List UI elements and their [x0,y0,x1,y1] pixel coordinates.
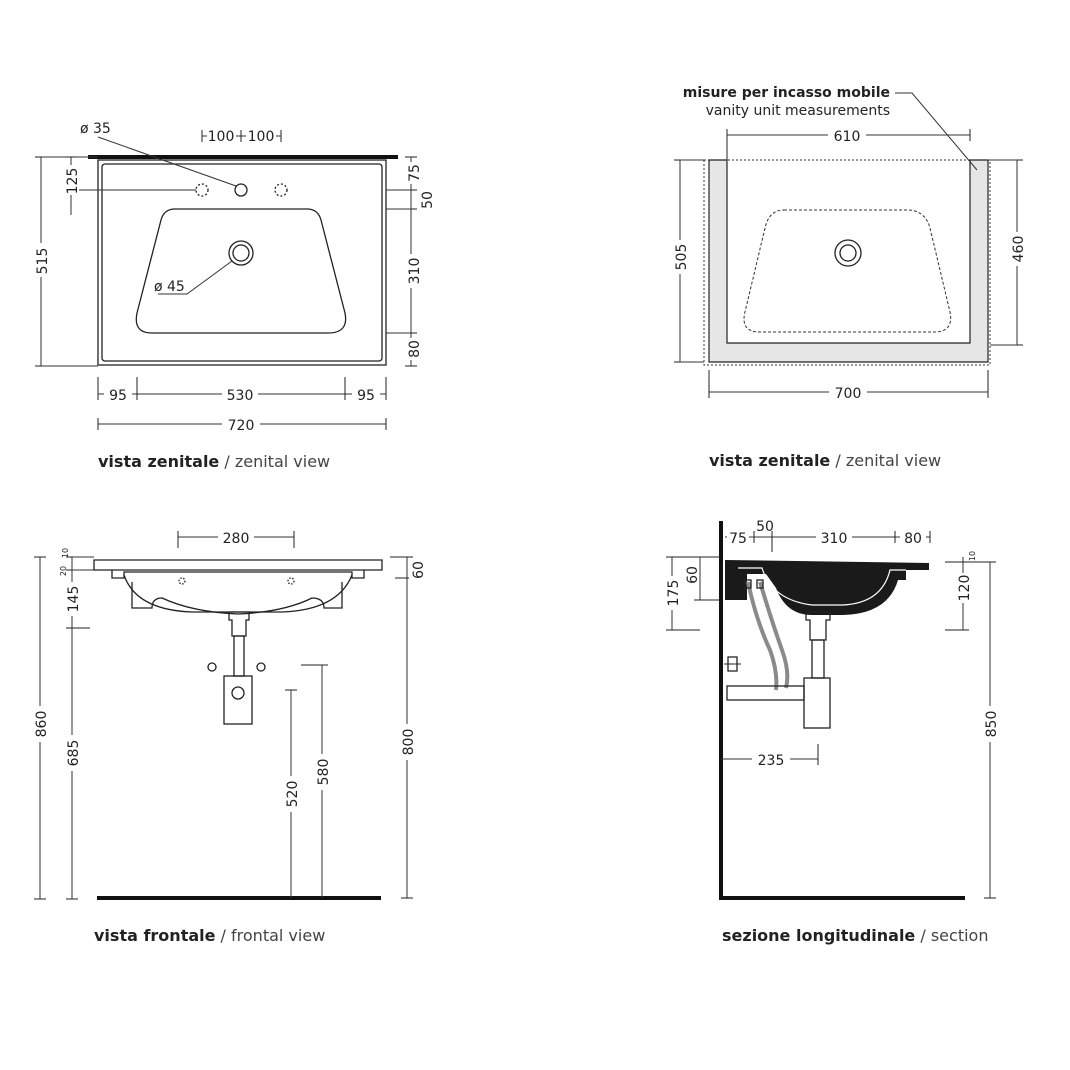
tap-hole-center [234,183,248,197]
basin-section-solid [725,560,929,615]
dim-75: 75 [407,164,423,182]
dim-145: 145 [66,586,82,613]
tap-hole-right [274,183,288,197]
valve-right [256,662,266,672]
bowl-outline [135,208,347,334]
hole-diameter-label: ø 35 [80,121,111,137]
drain-pipe-to-wall [726,685,805,701]
dim-10: 10 [968,551,977,561]
tap-hole-left [195,183,209,197]
section-view: 75 50 310 80 175 60 10 120 850 235 sezio… [664,519,1000,945]
hose-right [758,581,790,689]
valve-left [207,662,217,672]
dim-310: 310 [407,258,423,285]
waste-pipe [233,635,245,677]
dim-100-right: 100 [248,129,275,145]
leader-drain [158,260,233,295]
basin-inner-rim [101,163,383,362]
dim-95-left: 95 [109,388,127,404]
bowl-support [131,582,343,615]
dim-10: 10 [61,548,70,558]
dim-505: 505 [674,244,690,271]
dim-610: 610 [834,129,861,145]
dim-120: 120 [957,575,973,602]
dim-720: 720 [228,418,255,434]
dim-280: 280 [223,531,250,547]
dim-60: 60 [685,566,701,584]
waste-pipe [811,639,825,679]
dim-310: 310 [821,531,848,547]
vanity-outline-dashed [703,159,991,366]
dim-850: 850 [984,711,1000,738]
waste-valve [805,611,831,641]
dim-100-left: 100 [208,129,235,145]
dim-95-right: 95 [357,388,375,404]
zenital-view-vanity: misure per incasso mobile vanity unit me… [672,85,1027,470]
drain-outer [228,240,254,266]
dim-235: 235 [758,753,785,769]
dim-860: 860 [34,711,50,738]
hose-left [746,581,779,691]
dim-20: 20 [59,566,68,576]
frontal-view: 280 860 20 10 145 685 520 580 60 [32,529,427,945]
bottle-trap [803,677,831,729]
basin-outline [97,159,387,366]
dim-700: 700 [835,386,862,402]
dim-175: 175 [666,580,682,607]
dim-60: 60 [411,561,427,579]
note-vanity-it: misure per incasso mobile [683,85,890,101]
dim-800: 800 [401,729,417,756]
drain-inner [839,244,857,262]
drain-diameter-label: ø 45 [154,279,185,295]
caption-frontal: vista frontale / frontal view [94,926,325,945]
bowl-underside [123,574,353,613]
dim-580: 580 [316,759,332,786]
basin-underside [111,570,365,579]
leader-hole [97,136,237,187]
bowl-outline-dashed [743,209,952,333]
dim-80: 80 [407,340,423,358]
dim-50: 50 [420,191,436,209]
note-vanity-en: vanity unit measurements [706,103,890,119]
basin-slab [93,559,383,571]
dim-50: 50 [756,519,774,535]
waste-valve [228,611,250,637]
dim-685: 685 [66,740,82,767]
cabinet-frame [708,159,989,363]
dim-75: 75 [729,531,747,547]
dim-460: 460 [1011,236,1027,263]
caption-zenital-left: vista zenitale / zenital view [98,452,330,471]
basin-inner-surface [738,567,906,606]
dim-530: 530 [227,388,254,404]
caption-section: sezione longitudinale / section [722,926,988,945]
zenital-view-basin: ø 35 ø 45 100 100 515 125 75 [33,121,436,471]
drain-inner [232,244,250,262]
bottle-trap [223,675,253,725]
drain-outer [834,239,862,267]
dim-520: 520 [285,781,301,808]
caption-zenital-right: vista zenitale / zenital view [709,451,941,470]
dim-125: 125 [65,168,81,195]
leader-note [895,92,978,171]
dim-80: 80 [904,531,922,547]
dim-515: 515 [35,248,51,275]
